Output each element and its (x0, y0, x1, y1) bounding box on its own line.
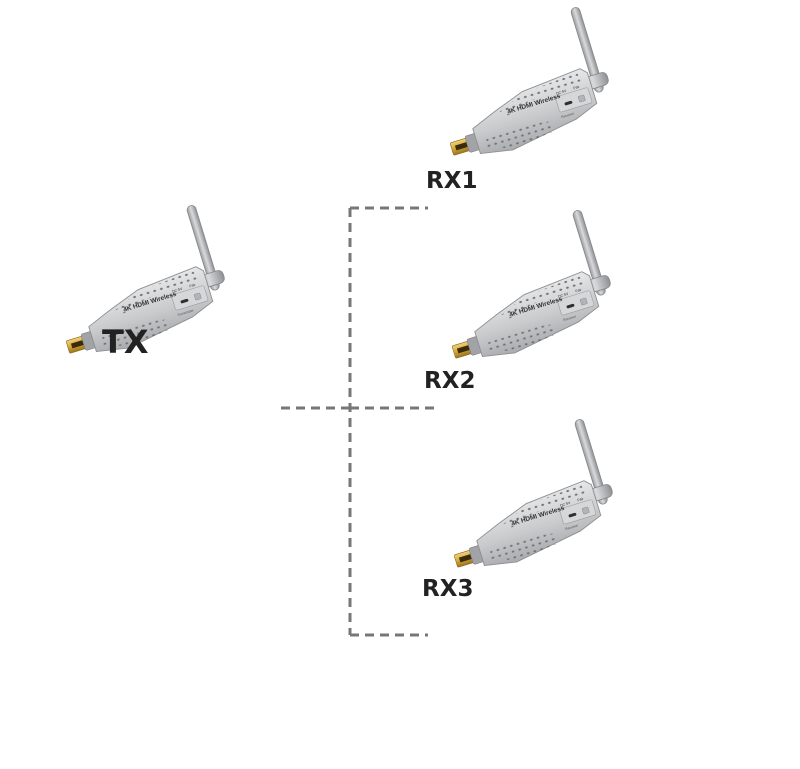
rx3-subtext: Receiver (565, 523, 580, 531)
rx2-subtext: Receiver (563, 314, 578, 322)
rx3-port-text: DC 5V (560, 501, 572, 508)
tx-label: TX (102, 323, 149, 361)
tx-port-text: DC 5V (172, 287, 184, 294)
tx-button-text: Pair (189, 282, 197, 288)
rx1-subtext: Receiver (561, 111, 576, 119)
rx2-device: 4K HDMI Wireless DC 5V Pair Receiver (424, 206, 623, 371)
rx3-device: 4K HDMI Wireless DC 5V Pair Receiver (426, 415, 625, 580)
rx2-port-text: DC 5V (558, 292, 570, 299)
rx3-device-body (426, 415, 625, 580)
rx3-label: RX3 (422, 576, 474, 602)
rx1-button-text: Pair (573, 84, 581, 90)
rx1-device: 4K HDMI Wireless DC 5V Pair Receiver (422, 3, 621, 168)
rx1-port-text: DC 5V (556, 89, 568, 96)
rx2-button-text: Pair (575, 287, 583, 293)
connector-lines (281, 206, 435, 637)
rx2-label: RX2 (424, 368, 476, 394)
rx2-device-body (424, 206, 623, 371)
rx3-button-text: Pair (577, 496, 585, 502)
tx-subtext: Transmitter (177, 308, 195, 317)
rx1-label: RX1 (426, 168, 478, 194)
rx1-device-body (422, 3, 621, 168)
tx-device: 4K HDMI Wireless DC 5V Pair Transmitter (38, 201, 237, 366)
